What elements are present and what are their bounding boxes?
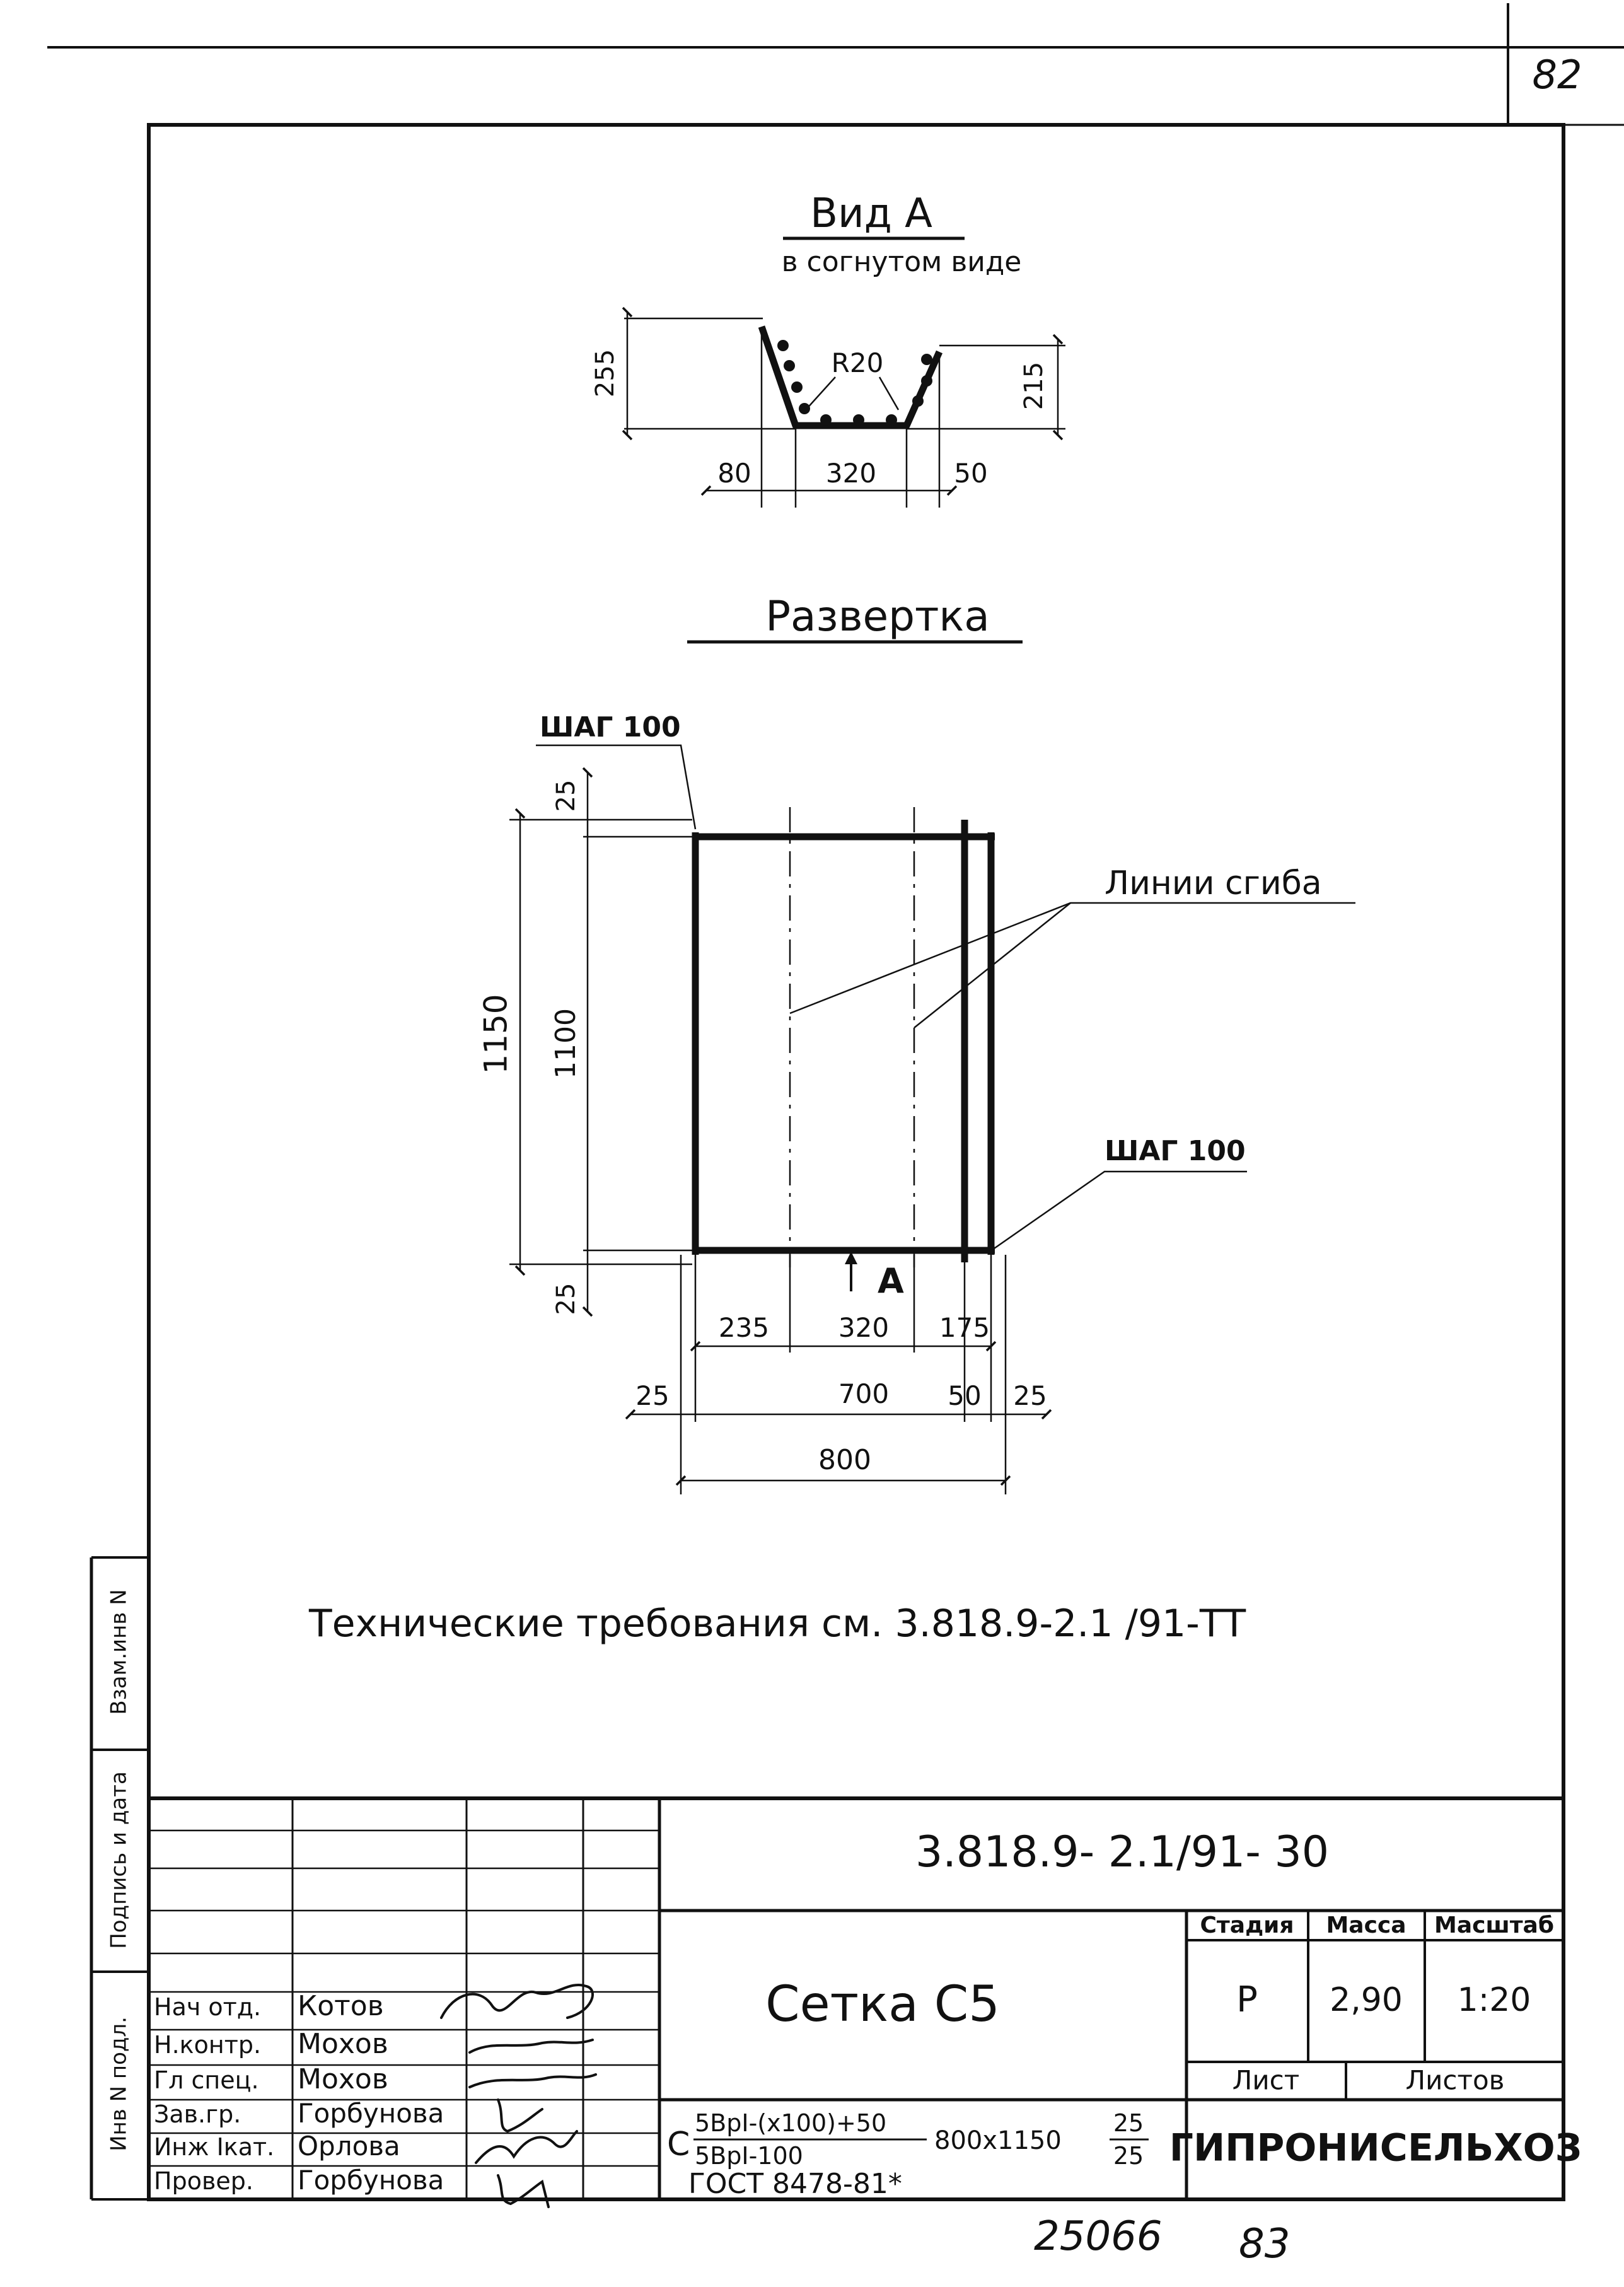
sheet-frame	[47, 3, 1624, 2201]
dim-height-1100: 1100	[550, 1008, 582, 1079]
role-label: Инж Iкат.	[154, 2133, 274, 2161]
stamp-replacement: Взам.инв N	[107, 1589, 132, 1714]
view-a-marker-arrow	[845, 1252, 857, 1291]
document-code: 3.818.9- 2.1/91- 30	[915, 1827, 1329, 1877]
unfold-title: Развертка	[765, 592, 990, 641]
unfold-dimensions	[509, 767, 1052, 1494]
stamp-signature-date: Подпись и дата	[107, 1771, 132, 1949]
mesh-specification: С 5ВрI-(x100)+50 5ВрI-100 800x1150 25 25…	[667, 2109, 1149, 2200]
dim-320: 320	[838, 1312, 889, 1343]
technical-requirements: Технические требования см. 3.818.9-2.1 /…	[308, 1602, 1246, 1646]
role-label: Зав.гр.	[154, 2100, 241, 2128]
value-scale: 1:20	[1458, 1981, 1531, 2019]
fold-lines-label: Линии сгиба	[1105, 864, 1322, 902]
value-mass: 2,90	[1330, 1981, 1403, 2019]
dim-middle-width: 320	[826, 458, 876, 489]
header-sheets: Листов	[1406, 2065, 1505, 2096]
header-mass: Масса	[1326, 1912, 1406, 1938]
step-label-top: ШАГ 100	[540, 711, 681, 743]
person-name: Орлова	[298, 2131, 400, 2162]
mesh-drawing	[692, 807, 995, 1267]
spec-numerator: 5ВрI-(x100)+50	[695, 2109, 886, 2137]
unfold-leaders	[536, 744, 1355, 1251]
header-stage: Стадия	[1200, 1912, 1294, 1938]
dim-235: 235	[719, 1312, 769, 1343]
view-a-marker-label: А	[878, 1261, 904, 1301]
dim-right-width: 50	[954, 458, 987, 489]
dim-700: 700	[838, 1378, 889, 1409]
role-label: Гл спец.	[154, 2066, 259, 2094]
header-sheet: Лист	[1232, 2065, 1299, 2096]
role-label: Нач отд.	[154, 1993, 261, 2021]
person-name: Горбунова	[298, 2098, 444, 2129]
dim-175: 175	[939, 1312, 990, 1343]
spec-fraction-bottom: 25	[1113, 2142, 1144, 2170]
spec-standard: ГОСТ 8478-81*	[688, 2168, 902, 2200]
dim-25-right: 25	[1013, 1380, 1047, 1411]
title-block-grid	[149, 1796, 1563, 2199]
person-name: Мохов	[298, 2063, 388, 2095]
organization-name: ГИПРОНИСЕЛЬХОЗ	[1169, 2126, 1582, 2170]
person-name: Горбунова	[298, 2165, 444, 2196]
person-name: Котов	[298, 1990, 384, 2022]
dim-left-height: 255	[591, 349, 620, 397]
page-number: 82	[1533, 52, 1582, 98]
dim-top-25: 25	[552, 780, 581, 812]
view-a-radius: R20	[832, 347, 884, 378]
handwritten-signatures	[440, 1984, 597, 2208]
person-name: Мохов	[298, 2028, 388, 2060]
dim-25-left: 25	[635, 1380, 669, 1411]
dim-800: 800	[818, 1444, 871, 1476]
dim-bottom-25: 25	[552, 1283, 581, 1315]
value-stage: Р	[1236, 1979, 1258, 2020]
step-label-bottom: ШАГ 100	[1105, 1135, 1246, 1167]
spec-prefix: С	[667, 2126, 690, 2163]
stamp-inventory-no: Инв N подл.	[107, 2016, 132, 2151]
view-a-profile	[758, 325, 943, 429]
view-a-title: Вид А	[810, 190, 932, 237]
spec-fraction-top: 25	[1113, 2109, 1144, 2137]
footer-page-number: 83	[1239, 2221, 1290, 2267]
archive-number: 25066	[1034, 2213, 1163, 2260]
spec-denominator: 5ВрI-100	[695, 2142, 803, 2170]
product-name: Сетка С5	[765, 1976, 1000, 2033]
dim-50: 50	[948, 1380, 981, 1411]
view-a-subtitle: в согнутом виде	[782, 246, 1022, 278]
view-a-dimensions	[622, 306, 1065, 508]
signature-rows: Нач отд. Котов Н.контр. Мохов Гл спец. М…	[154, 1990, 444, 2196]
header-scale: Масштаб	[1434, 1912, 1554, 1938]
dim-left-width: 80	[717, 458, 751, 489]
dim-right-height: 215	[1019, 362, 1048, 410]
role-label: Провер.	[154, 2167, 253, 2195]
dim-height-1150: 1150	[478, 994, 514, 1074]
spec-size: 800x1150	[934, 2126, 1062, 2155]
role-label: Н.контр.	[154, 2031, 261, 2059]
